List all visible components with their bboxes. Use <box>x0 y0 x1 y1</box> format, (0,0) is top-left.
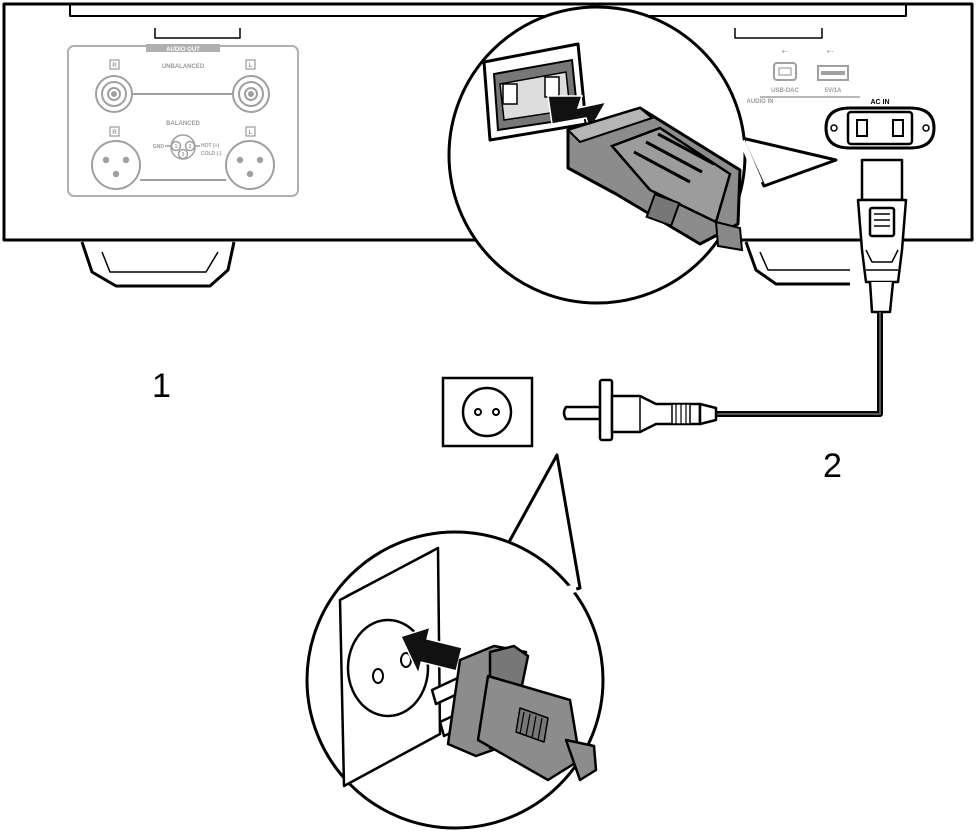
pin-2-label: 2 <box>189 144 192 150</box>
right-foot <box>744 241 850 286</box>
audio-in-label: AUDIO IN <box>747 99 774 105</box>
balanced-label: BALANCED <box>166 121 200 127</box>
pin-1-label: 1 <box>175 144 178 150</box>
xlr-pin-legend <box>165 134 200 160</box>
xlr-jack-right-icon <box>91 140 141 190</box>
audio-out-label: AUDIO OUT <box>166 47 200 53</box>
rca-jack-right-icon <box>95 75 133 113</box>
balanced-l-label: L <box>249 130 253 136</box>
xlr-jack-left-icon <box>225 140 275 190</box>
inlet-zoom-callout <box>447 5 838 305</box>
step-2-label: 2 <box>823 447 842 485</box>
audio-out-panel: AUDIO OUT UNBALANCED BALANCED R L R L <box>67 44 299 197</box>
usb-power-label: 5V/1A <box>825 88 842 94</box>
chassis-feet <box>80 241 850 288</box>
usb-b-port-icon <box>773 62 797 81</box>
usb-ports: ⇠ ⇠ USB-DAC 5V/1A AUDIO IN <box>747 47 860 105</box>
hot-label: HOT (+) <box>201 143 220 149</box>
wall-outlet-icon <box>441 376 534 448</box>
outlet-zoom-callout <box>305 453 605 830</box>
unbalanced-l-label: L <box>249 63 253 69</box>
gnd-label: GND <box>153 144 165 150</box>
unbalanced-r-label: R <box>112 63 117 69</box>
rca-jack-left-icon <box>232 75 270 113</box>
usb-a-port-icon <box>817 65 849 81</box>
step-1-label: 1 <box>152 367 171 405</box>
euro-plug-icon <box>562 378 718 442</box>
balanced-r-label: R <box>112 130 117 136</box>
cold-label: COLD (-) <box>201 151 222 157</box>
power-cord-iec-plug <box>856 158 908 314</box>
ac-in-label: AC IN <box>870 99 889 106</box>
left-foot <box>80 241 236 288</box>
unbalanced-label: UNBALANCED <box>162 64 205 70</box>
ac-inlet: AC IN <box>824 99 936 150</box>
usb-symbol-icon: ⇠ <box>827 47 834 56</box>
usb-symbol-icon: ⇠ <box>782 47 789 56</box>
usb-dac-label: USB-DAC <box>771 88 799 94</box>
pin-3-label: 3 <box>182 152 185 158</box>
power-cord <box>716 312 883 417</box>
